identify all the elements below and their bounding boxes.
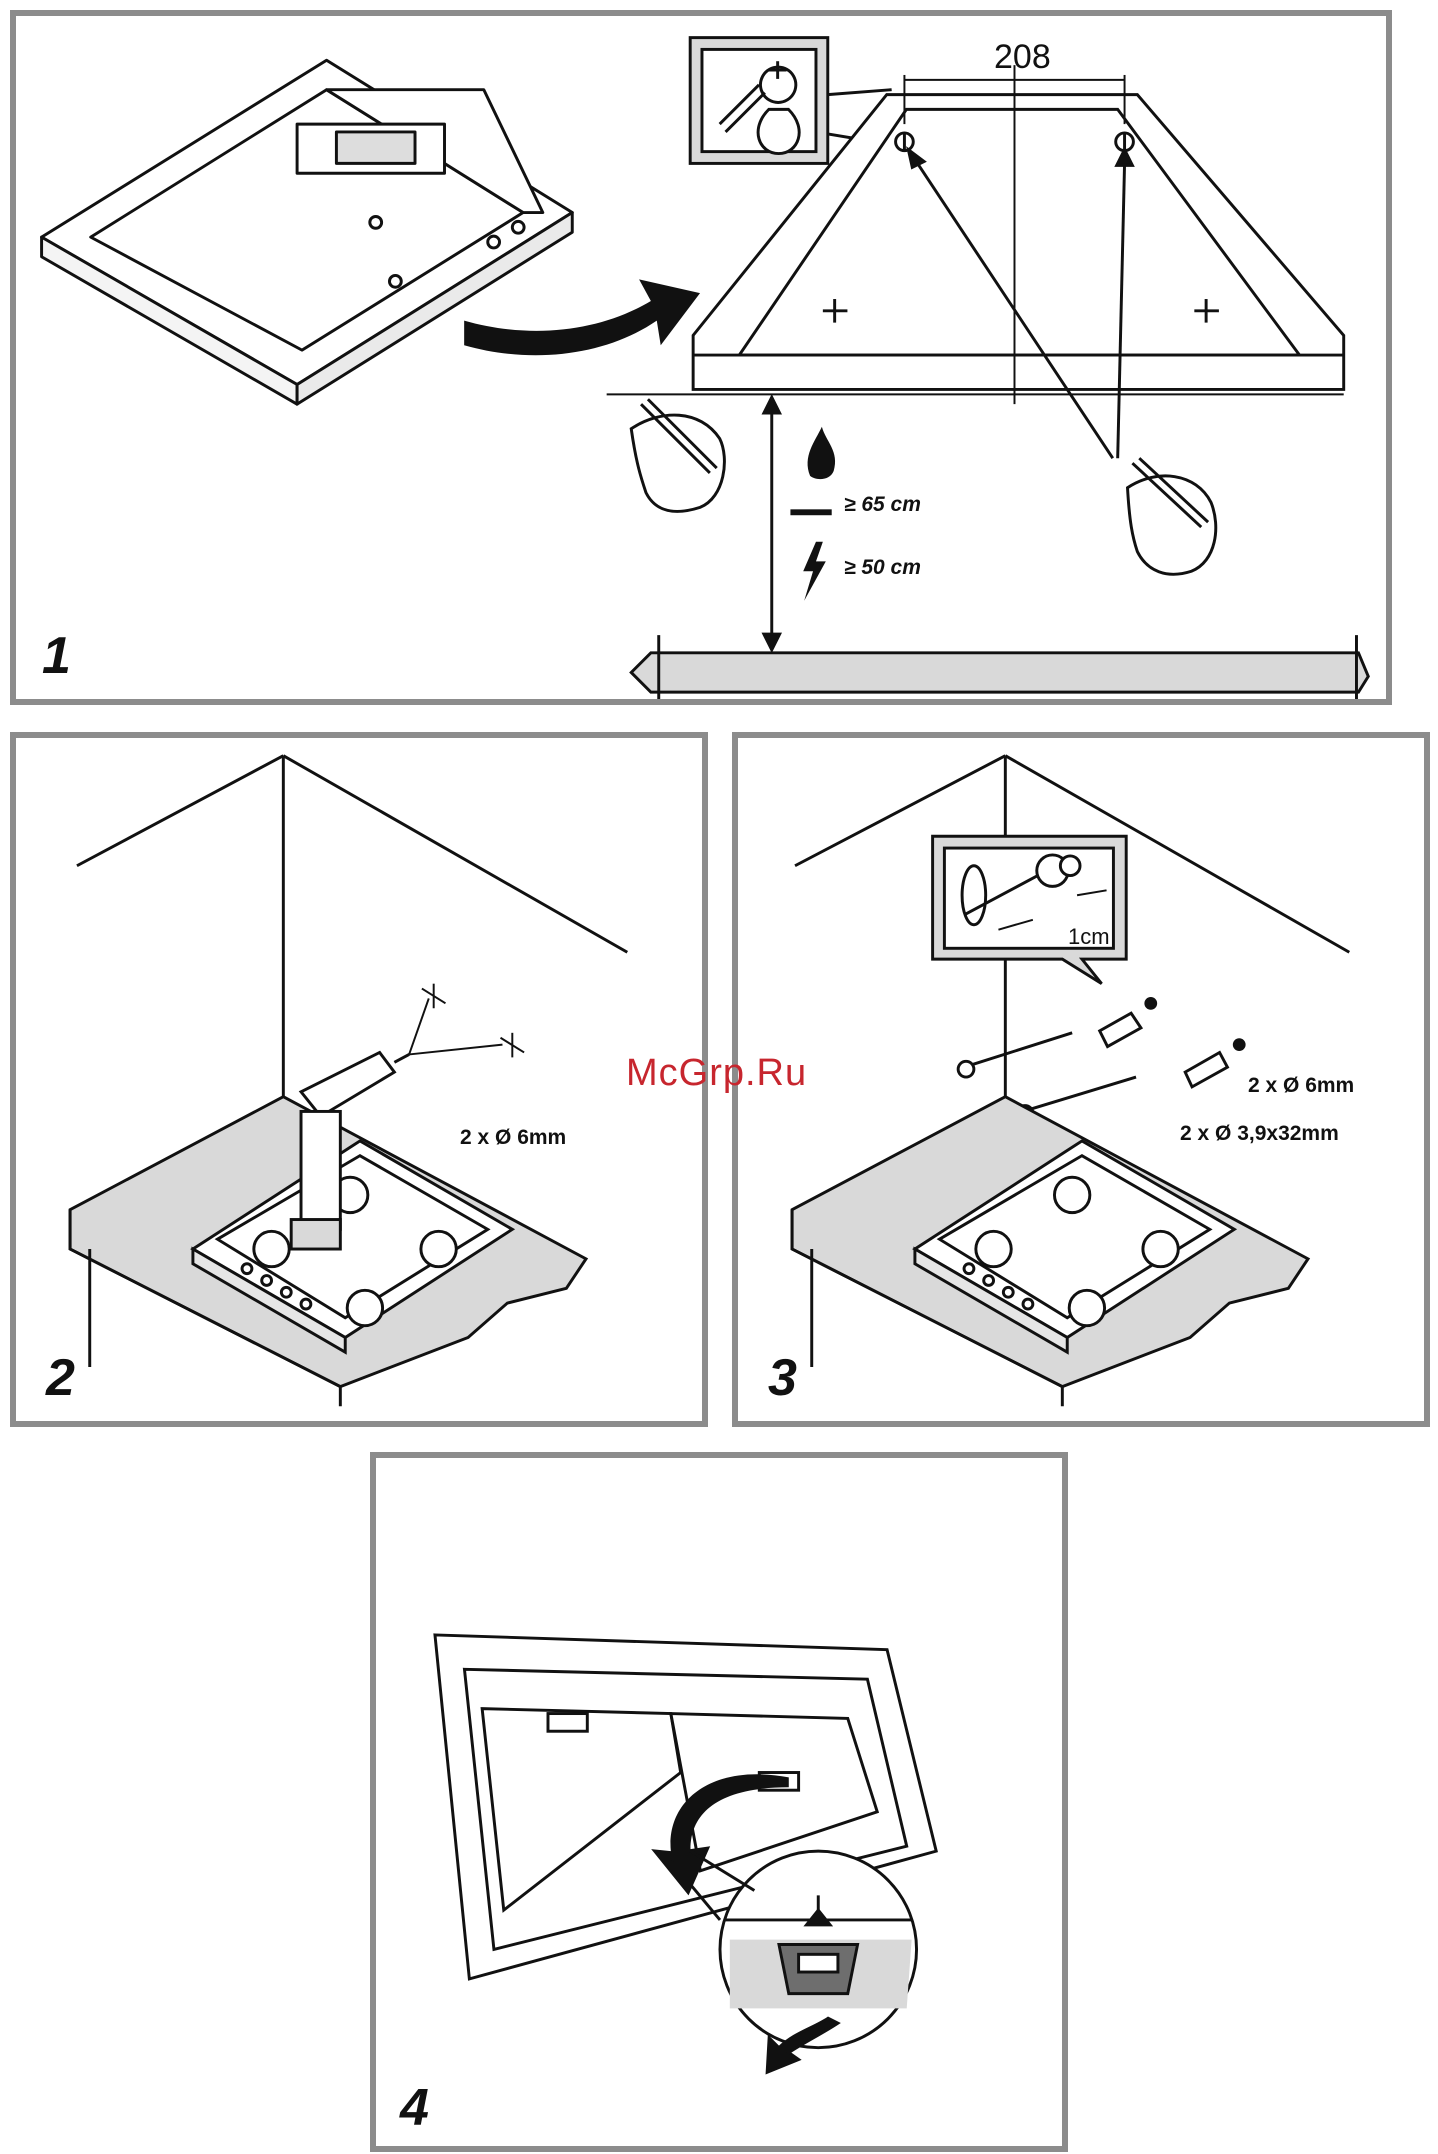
- callout-depth-label: 1cm: [1068, 924, 1110, 950]
- step-number-1: 1: [42, 626, 71, 686]
- gas-flame-icon: [790, 427, 835, 515]
- drill-target-lines: [409, 984, 524, 1058]
- screw-callout: [933, 836, 1127, 983]
- electric-bolt-icon: [803, 542, 826, 601]
- step-number-2: 2: [46, 1348, 75, 1408]
- countertop-strip: [631, 635, 1368, 699]
- step-number-3: 3: [768, 1348, 797, 1408]
- panel-step-1: 208 ≥ 65 cm ≥ 50 cm 1: [10, 10, 1392, 705]
- panel-step-2: 2 x Ø 6mm 2: [10, 732, 708, 1427]
- gas-clearance-label: ≥ 65 cm: [844, 493, 921, 517]
- hand-pencil-right: [1128, 458, 1216, 574]
- drill-spec-label: 2 x Ø 6mm: [460, 1126, 566, 1150]
- transition-arrow: [464, 279, 700, 355]
- hand-pencil-left: [631, 399, 724, 511]
- electric-clearance-label: ≥ 50 cm: [844, 556, 921, 580]
- step-number-4: 4: [400, 2078, 429, 2138]
- plug-spec-label: 2 x Ø 6mm: [1248, 1074, 1354, 1098]
- panel-1-illustration: [16, 16, 1386, 699]
- panel-4-illustration: [376, 1458, 1062, 2146]
- panel-step-3: 1cm 2 x Ø 6mm 2 x Ø 3,9x32mm 3: [732, 732, 1430, 1427]
- hook-spacing-dimension: 208: [994, 38, 1051, 77]
- screw-spec-label: 2 x Ø 3,9x32mm: [1180, 1122, 1339, 1146]
- panel-step-4: 4: [370, 1452, 1068, 2152]
- watermark: McGrp.Ru: [626, 1052, 807, 1095]
- hood-perspective: [42, 60, 573, 404]
- wall-corner: [77, 756, 627, 1097]
- panel-2-illustration: [16, 738, 702, 1421]
- height-dimension: [607, 394, 1344, 650]
